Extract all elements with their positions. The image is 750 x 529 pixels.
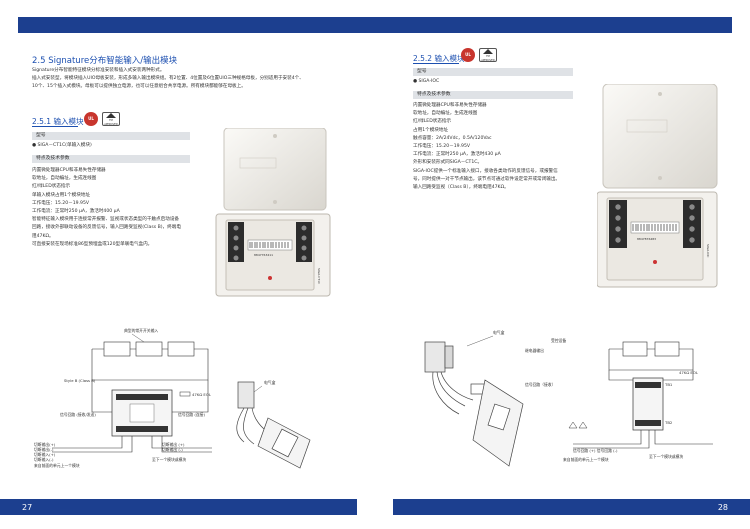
- right-sub-title-underline: [413, 63, 459, 64]
- serial-number-label: 8847763411: [254, 253, 273, 257]
- right-page-number: 28: [717, 503, 728, 512]
- to-next-label: 至下一个模块或模块: [649, 454, 683, 459]
- terminal-label: 切断输出 (-): [162, 447, 183, 452]
- feature-item: 工作电流：正常时250 μA，激活时430 μA: [413, 152, 501, 158]
- right-footer-bar: [393, 499, 750, 515]
- terminal-label: 切断输入(+): [34, 452, 56, 457]
- feature-item: 红/绿LED状态指示: [413, 119, 452, 125]
- right-model-line: ● SIGA-IOC: [413, 79, 440, 84]
- right-wiring-diagram: 电气盒 继电器输出 信号回路（接收） 受控设备 47KΩ EOL TB1 TB2: [424, 330, 713, 467]
- left-model-bar: 型号: [32, 132, 190, 140]
- model-tag-label: SIGA-IOC: [706, 244, 710, 258]
- feature-item: 触点容量：2A/24Vdc，0.5A/120Vac: [413, 135, 492, 141]
- siga-ioc-module-photo: 8847876483 SIGA-IOC: [597, 84, 718, 288]
- to-next-label: 至下一个模块或模块: [152, 457, 186, 462]
- right-model-bar: 型号: [413, 68, 573, 76]
- feature-item: 工作电流：正常时250 μA，激活时400 μA: [32, 209, 120, 215]
- intro-line: Signature分布智能特征模块分标准安装和插入式安装两种形式。: [32, 68, 165, 73]
- class-b-label: Style B (Class B): [64, 378, 96, 383]
- from-prev-label: 来自前面的单元上一个模块: [34, 463, 80, 468]
- right-features-list: 内置微处理器CPU和非易失性存储器 软地址，自动编址，生成连线图 红/绿LED状…: [413, 102, 593, 192]
- feature-item: 阻47KΩ。: [32, 233, 54, 239]
- from-prev-label: 来自前面的单元上一个模块: [563, 457, 609, 462]
- feature-item: 单输入模块占用1个模块地址: [32, 192, 91, 198]
- feature-item: 内置微处理器CPU和非易失性存储器: [32, 168, 106, 173]
- fm-approved-badge-icon: FM APPROVED: [102, 112, 120, 126]
- siga-ct1c-module-photo: 8847763411 SIGA-CT1C: [215, 128, 331, 297]
- ul-badge-icon: UL: [461, 48, 475, 62]
- signal-label: 信号回路（接收）: [525, 382, 555, 387]
- serial-number-label: 8847876483: [637, 237, 656, 241]
- intro-line: 10个、15个插入式模块。母板可以提供独立电源，也可以任意组合共享电源。所有模块…: [32, 84, 246, 90]
- terminal-label: 切断输入(-): [34, 457, 54, 462]
- left-header-bar: [18, 17, 375, 33]
- feature-item: 回路，接收外部联动设备的反馈信号，输入回路受监视(Class B)，终端电: [32, 225, 181, 231]
- feature-item: 智能特征输入模块用于连接常开报警、监视或状态类型的干触点启动设备: [32, 217, 180, 223]
- eol-label: 47KΩ EOL: [679, 370, 699, 375]
- intro-line: 插入式安装型，将模块插入UIO母板安装，形成多输入输出模块组。有2位置、4位置及…: [32, 76, 304, 82]
- feature-item: 号，同时提供一对干节点输出，该节点可通过软件设定常开或常闭输出。: [413, 176, 561, 182]
- right-sub-title: 2.5.2 输入模块: [413, 54, 465, 63]
- feature-item: 软地址，自动编址，生成连线图: [32, 176, 97, 182]
- left-footer-bar: [0, 499, 357, 515]
- model-tag-label: SIGA-CT1C: [317, 268, 321, 284]
- terminal-label: 切断输出(+): [34, 442, 56, 447]
- terminal-label: 切断输出(-): [34, 447, 54, 452]
- left-sub-title: 2.5.1 输入模块: [32, 117, 84, 126]
- left-page-number: 27: [22, 503, 33, 512]
- terminal-label: 切断输出 (+): [162, 442, 185, 447]
- relay-label: 继电器输出: [525, 348, 544, 353]
- right-features-bar: 特点及技术参数: [413, 91, 573, 99]
- eol-label: 47KΩ EOL: [192, 392, 212, 397]
- left-features-list: 内置微处理器CPU和非易失性存储器 软地址，自动编址，生成连线图 红/绿LED状…: [32, 167, 210, 249]
- diagram-top-label: 典型的常开开关输入: [124, 328, 158, 333]
- right-page: 2.5.2 输入模块 UL FM APPROVED 型号 ● SIGA-IOC …: [375, 0, 750, 529]
- box-label: 电气盒: [493, 330, 505, 335]
- feature-item: 可直接安装在现场标准86型预埋盒或120型单联电气盒内。: [32, 241, 153, 247]
- feature-item: 工作电压：15.20－19.95V: [32, 200, 90, 206]
- data-out-label: 信号回路 (+) 信号回路 (-): [573, 448, 618, 453]
- fm-approved-badge-icon: FM APPROVED: [479, 48, 497, 62]
- left-page: 2.5 Signature分布智能输入/输出模块 Signature分布智能特征…: [0, 0, 375, 529]
- box-label: 电气盒: [264, 380, 276, 385]
- tb1-label: TB1: [664, 382, 673, 387]
- left-wiring-diagram: 典型的常开开关输入 Style B (Class B) 47KΩ EOL 信号回…: [34, 328, 311, 469]
- left-sub-title-underline: [32, 126, 78, 127]
- feature-item: SIGA-IOC提供一个标准输入接口，接收各类动作的反馈信号，或报警信: [413, 168, 558, 174]
- feature-item: 工作电压：15.20－19.95V: [413, 144, 471, 150]
- feature-item: 占用1个模块地址: [413, 127, 449, 133]
- left-intro: Signature分布智能特征模块分标准安装和插入式安装两种形式。 插入式安装型…: [32, 67, 362, 92]
- feature-item: 软地址，自动编址，生成连线图: [413, 111, 478, 117]
- tb2-label: TB2: [664, 420, 673, 425]
- top-label: 受控设备: [551, 338, 566, 343]
- left-section-title: 2.5 Signature分布智能输入/输出模块: [32, 56, 178, 66]
- ul-badge-icon: UL: [84, 112, 98, 126]
- right-header-bar: [375, 17, 732, 33]
- data-out-label: 信号回路 (连接): [178, 412, 205, 417]
- feature-item: 内置微处理器CPU和非易失性存储器: [413, 103, 487, 108]
- feature-item: 输入回路受监视（Class B），终端电阻47KΩ。: [413, 185, 509, 191]
- left-model-line: ● SIGA－CT1C(单输入模块): [32, 143, 92, 148]
- left-features-bar: 特点及技术参数: [32, 155, 190, 163]
- feature-item: 外形和安装形式同SIGA－CT1C。: [413, 160, 483, 166]
- data-in-label: 信号回路 (接收/发送): [60, 412, 96, 417]
- feature-item: 红/绿LED状态指示: [32, 184, 71, 190]
